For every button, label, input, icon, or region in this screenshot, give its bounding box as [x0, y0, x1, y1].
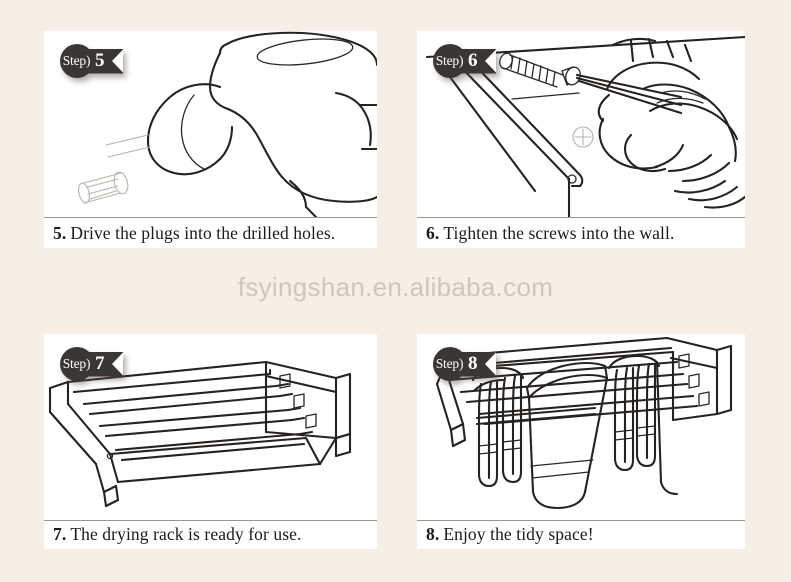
step-caption-number: 7. — [53, 523, 67, 544]
step-caption-8: 8. Enjoy the tidy space! — [417, 519, 745, 549]
step-badge-word: Step) — [433, 347, 467, 381]
step-badge-word: Step) — [60, 347, 94, 381]
step-badge-word: Step) — [60, 44, 94, 78]
step-badge-8: Step) 8 — [433, 347, 496, 381]
step-caption-6: 6. Tighten the screws into the wall. — [417, 218, 745, 248]
step-badge-6: Step) 6 — [433, 44, 496, 78]
step-badge-7: Step) 7 — [60, 347, 123, 381]
step-caption-5: 5. Drive the plugs into the drilled hole… — [44, 218, 377, 248]
step-8-illustration — [417, 334, 745, 521]
step-caption-text: The drying rack is ready for use. — [70, 523, 302, 544]
step-caption-text: Enjoy the tidy space! — [443, 523, 594, 544]
step-badge-word: Step) — [433, 44, 467, 78]
step-caption-text: Drive the plugs into the drilled holes. — [70, 222, 336, 243]
step-caption-number: 5. — [53, 222, 67, 243]
step-caption-number: 6. — [426, 222, 440, 243]
step-5-illustration — [44, 31, 377, 218]
step-7-illustration — [44, 334, 377, 521]
watermark-text: fsyingshan.en.alibaba.com — [237, 272, 554, 302]
step-caption-7: 7. The drying rack is ready for use. — [44, 519, 377, 549]
step-6-illustration — [417, 31, 745, 218]
step-badge-5: Step) 5 — [60, 44, 123, 78]
step-panel-5: Step) 5 5. Drive the plugs into the dril… — [44, 31, 377, 248]
step-panel-6: Step) 6 6. Tighten the screws into the w… — [417, 31, 745, 248]
step-caption-number: 8. — [426, 523, 440, 544]
step-panel-8: Step) 8 8. Enjoy the tidy space! — [417, 334, 745, 549]
step-panel-7: Step) 7 7. The drying rack is ready for … — [44, 334, 377, 549]
step-caption-text: Tighten the screws into the wall. — [443, 222, 675, 243]
